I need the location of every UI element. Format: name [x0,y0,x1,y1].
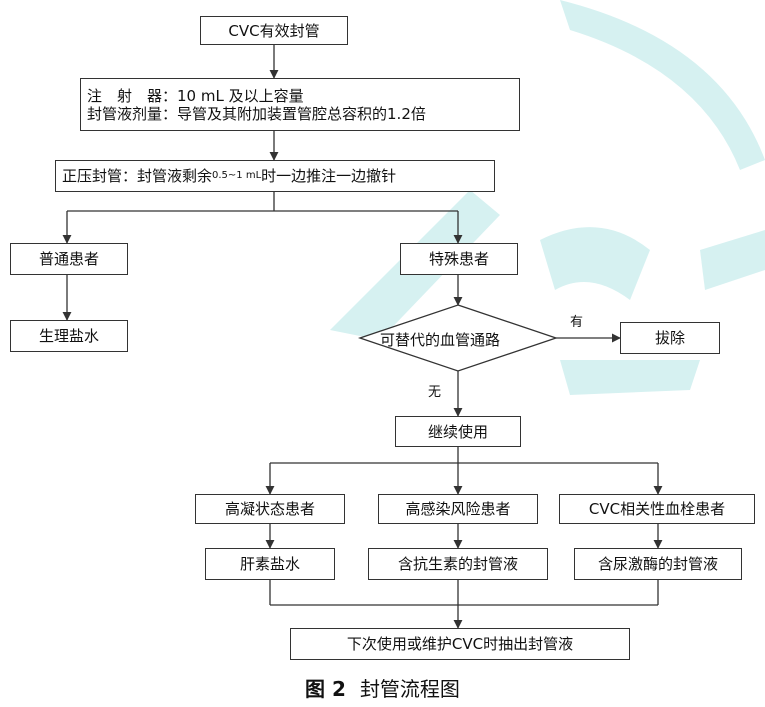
positive-pressure-post: 时一边推注一边撤针 [261,167,397,185]
group-text-3: CVC相关性血栓患者 [588,500,726,518]
group-box-2: 高感染风险患者 [378,494,538,524]
positive-pressure-pre: 正压封管：封管液剩余 [62,167,213,185]
continue-box: 继续使用 [395,416,521,447]
decision-diamond [357,304,559,372]
syringe-line: 注 射 器：10 mL 及以上容量 [87,87,304,105]
solution-text-3: 含尿激酶的封管液 [597,555,718,573]
dose-line: 封管液剂量：导管及其附加装置管腔总容积的1.2倍 [87,105,426,123]
remove-box: 拔除 [620,322,720,354]
special-patient-text: 特殊患者 [428,250,489,268]
dose-label: 封管液剂量： [87,104,178,123]
connectors [62,45,663,629]
caption-figure-number: 图 2 [305,677,346,701]
saline-text: 生理盐水 [38,327,99,345]
solution-text-1: 肝素盐水 [239,555,300,573]
group-box-3: CVC相关性血栓患者 [559,494,755,524]
final-box: 下次使用或维护CVC时抽出封管液 [290,628,630,660]
final-text: 下次使用或维护CVC时抽出封管液 [346,635,574,653]
solution-box-3: 含尿激酶的封管液 [574,548,742,580]
normal-patient-text: 普通患者 [38,250,99,268]
normal-patient-box: 普通患者 [10,243,128,275]
no-label: 无 [428,385,442,400]
decision-text: 可替代的血管通路 [380,331,501,349]
positive-pressure-range: 0.5~1 mL [212,170,262,181]
special-patient-box: 特殊患者 [400,243,518,275]
solution-box-1: 肝素盐水 [205,548,335,580]
title-text: CVC有效封管 [228,21,320,40]
title-box: CVC有效封管 [200,16,348,45]
group-box-1: 高凝状态患者 [195,494,345,524]
syringe-label: 注 射 器： [87,86,178,105]
dose-value: 导管及其附加装置管腔总容积的1.2倍 [177,104,426,123]
group-text-1: 高凝状态患者 [224,500,315,518]
saline-box: 生理盐水 [10,320,128,352]
solution-text-2: 含抗生素的封管液 [397,555,518,573]
caption-text: 封管流程图 [359,677,460,701]
continue-text: 继续使用 [427,422,488,441]
syringe-value: 10 mL 及以上容量 [177,86,304,105]
solution-box-2: 含抗生素的封管液 [368,548,548,580]
params-box: 注 射 器：10 mL 及以上容量 封管液剂量：导管及其附加装置管腔总容积的1.… [80,78,520,131]
remove-text: 拔除 [654,329,685,347]
figure-caption: 图 2 封管流程图 [0,673,765,702]
group-text-2: 高感染风险患者 [405,500,511,518]
yes-label: 有 [570,315,584,330]
